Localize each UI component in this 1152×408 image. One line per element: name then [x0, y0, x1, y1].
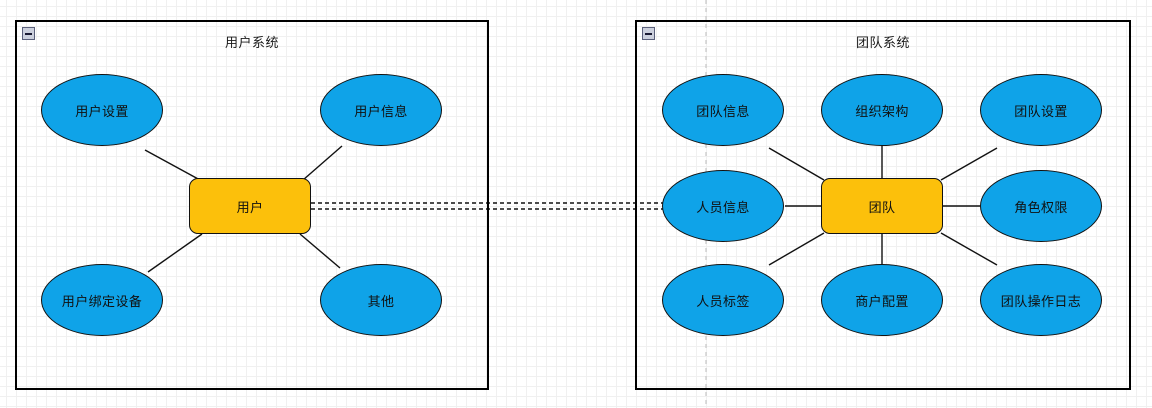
- node-merchant-config[interactable]: 商户配置: [821, 264, 943, 336]
- node-team-center[interactable]: 团队: [821, 178, 943, 234]
- node-user-bind-device[interactable]: 用户绑定设备: [41, 264, 163, 336]
- node-label: 人员标签: [696, 293, 750, 309]
- node-label: 用户信息: [354, 103, 408, 119]
- node-team-info[interactable]: 团队信息: [662, 74, 784, 146]
- collapse-minus-icon[interactable]: [642, 27, 655, 40]
- node-user-info[interactable]: 用户信息: [320, 74, 442, 146]
- node-label: 团队操作日志: [1000, 293, 1082, 309]
- node-user-other[interactable]: 其他: [320, 264, 442, 336]
- node-label: 角色权限: [1014, 199, 1068, 215]
- node-team-settings[interactable]: 团队设置: [980, 74, 1102, 146]
- node-user-center[interactable]: 用户: [189, 178, 311, 234]
- container-title-user-system: 用户系统: [224, 35, 279, 50]
- node-label: 用户: [236, 199, 264, 215]
- node-label: 团队信息: [696, 103, 750, 119]
- node-member-info[interactable]: 人员信息: [662, 170, 784, 242]
- collapse-minus-icon[interactable]: [22, 27, 35, 40]
- node-label: 组织架构: [855, 103, 909, 119]
- node-label: 用户绑定设备: [61, 293, 143, 309]
- node-label: 商户配置: [855, 293, 909, 309]
- node-label: 团队: [868, 199, 896, 215]
- node-user-settings[interactable]: 用户设置: [41, 74, 163, 146]
- node-label: 用户设置: [75, 103, 129, 119]
- container-team-system[interactable]: 团队系统: [635, 20, 1131, 390]
- minus-bar: [25, 32, 32, 35]
- node-member-tag[interactable]: 人员标签: [662, 264, 784, 336]
- node-label: 人员信息: [696, 199, 750, 215]
- node-label: 其他: [367, 293, 395, 309]
- node-team-op-log[interactable]: 团队操作日志: [980, 264, 1102, 336]
- node-org-structure[interactable]: 组织架构: [821, 74, 943, 146]
- node-label: 团队设置: [1014, 103, 1068, 119]
- container-user-system[interactable]: 用户系统: [15, 20, 489, 390]
- minus-bar: [645, 32, 652, 35]
- node-role-permission[interactable]: 角色权限: [980, 170, 1102, 242]
- container-title-team-system: 团队系统: [855, 35, 910, 50]
